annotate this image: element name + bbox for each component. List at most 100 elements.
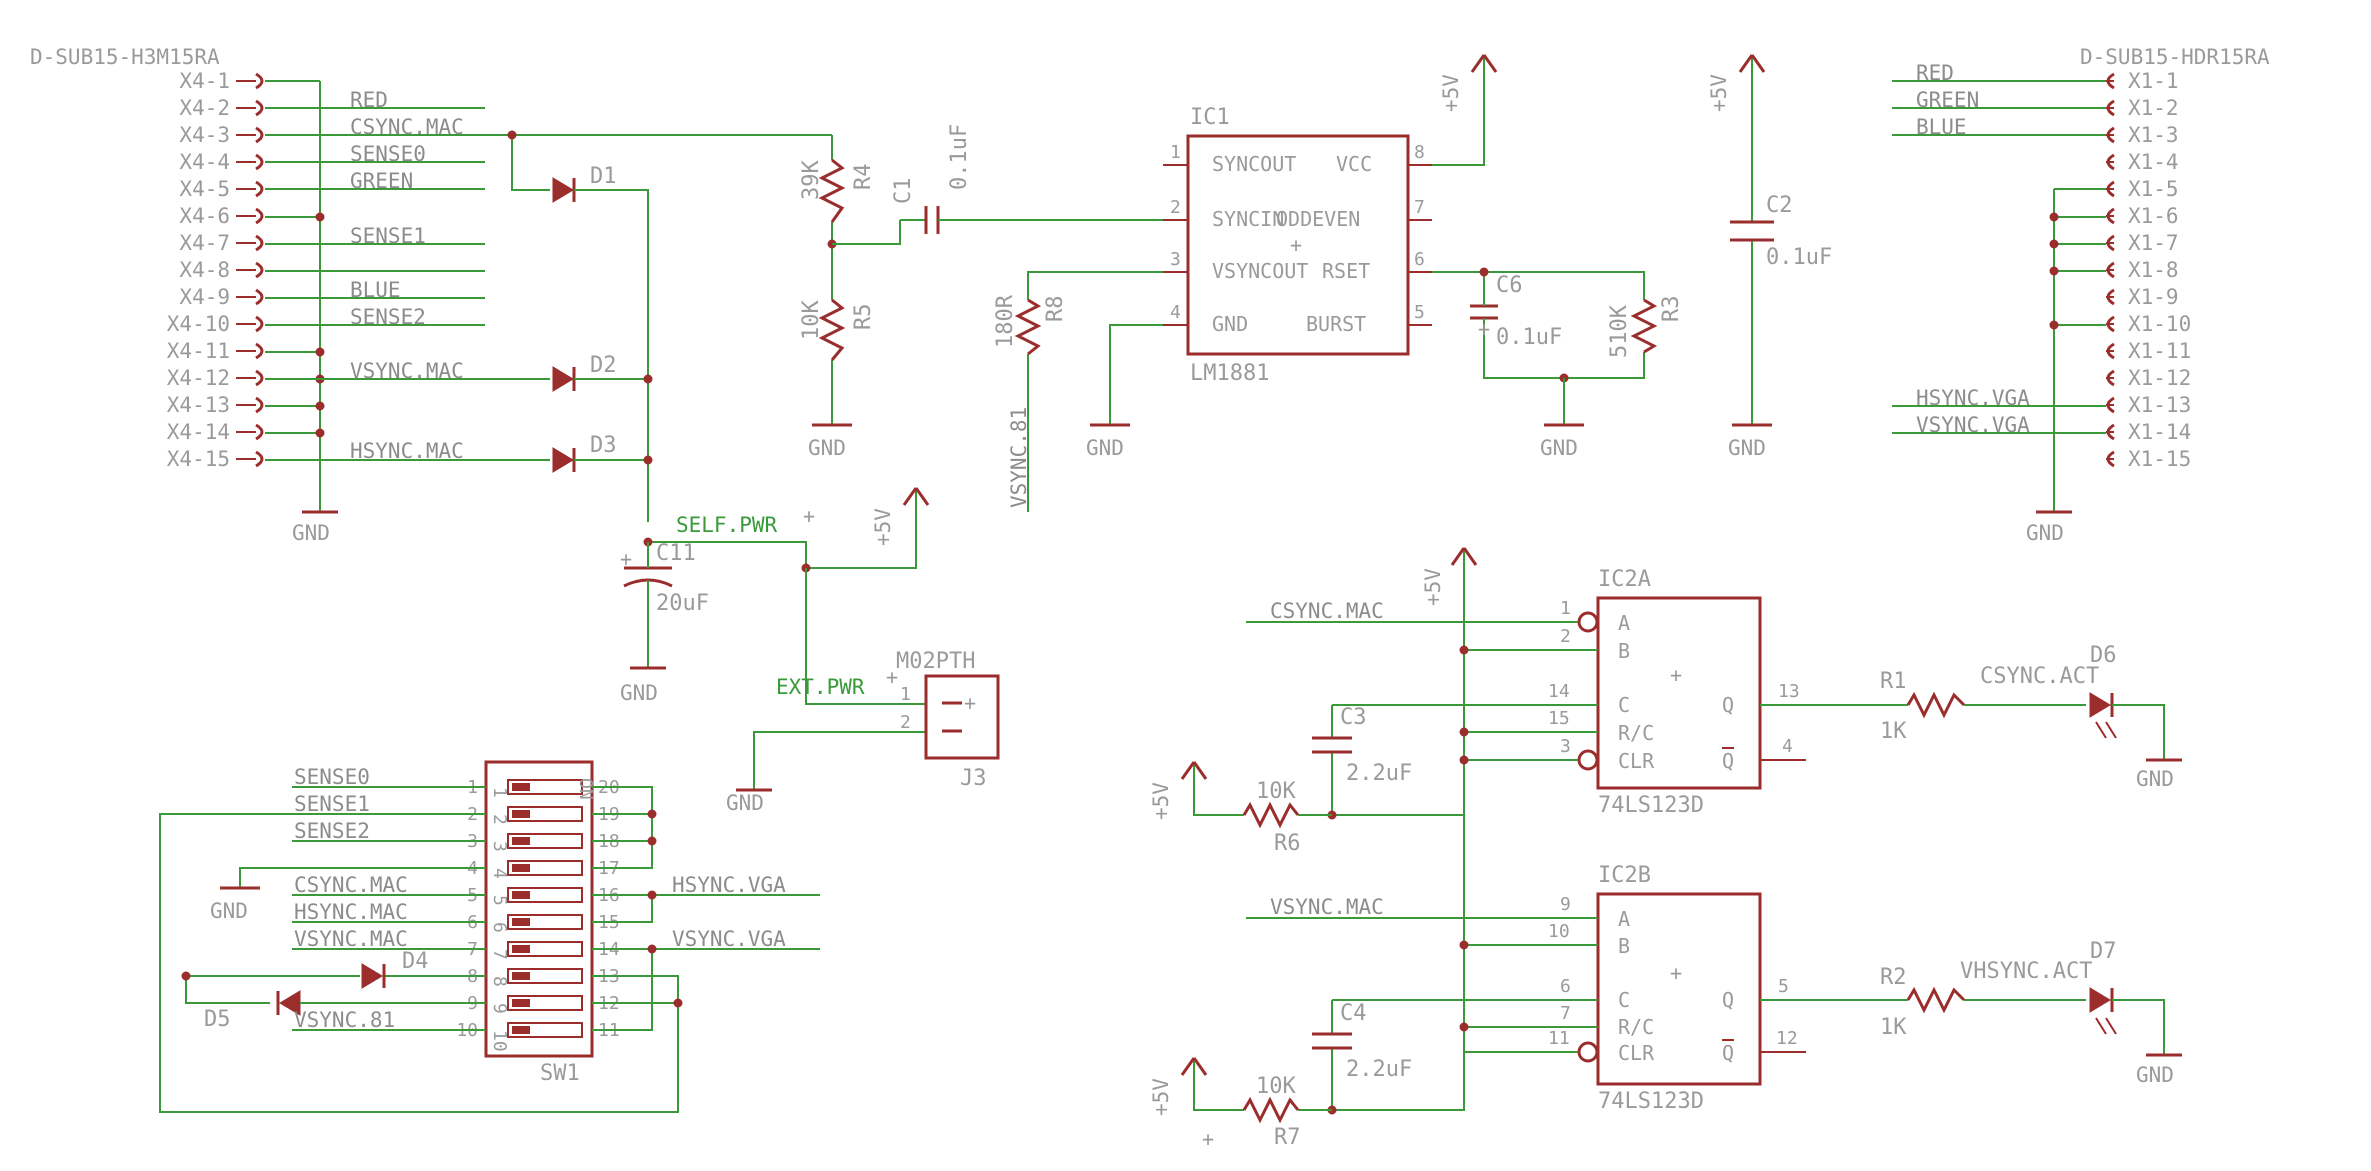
switch-slot [507,968,583,984]
ic1-label: IC1 [1190,105,1230,130]
connector-x1-pin-label: X1-13 [2128,393,2191,417]
connector-x4-pin-label: X4-7 [179,231,230,255]
ic1-pin-2: 2 [1170,197,1181,218]
ic2-pin-rc: R/C [1618,721,1654,745]
ic1-pin-3: 3 [1170,249,1181,270]
diode-d1-label: D1 [590,164,617,189]
net-green-x1: GREEN [1916,88,1979,112]
gnd-label: GND [210,899,248,923]
ic2b-monostable: IC2B 74LS123D VSYNC.MAC C4 2.2uF +5V 10K… [1149,863,2182,1151]
capacitor-c11-label: C11 [656,541,696,566]
socket-icon [255,153,264,171]
socket-icon [255,261,264,279]
switch-slot [507,779,583,795]
power-selector: +5V GND EXT.PWR + M02PTH 1 2 + J3 [726,487,1000,815]
plus-mark: + [1670,663,1682,687]
plus-5v-label: +5V [1707,74,1731,112]
ic1-pin-burst: BURST [1306,312,1366,336]
connector-x4-pin-label: X4-4 [179,150,230,174]
sw1-on-label: ON [575,778,596,800]
switch-toggle [512,837,530,845]
switch-toggle [512,864,530,872]
ic2-pin-qbar: Q [1722,1041,1734,1065]
net-hsync-vga-sw1: HSYNC.VGA [672,873,786,897]
connector-x1-pin-label: X1-12 [2128,366,2191,390]
connector-x1-pin-label: X1-6 [2128,204,2179,228]
connector-x4-pin-label: X4-5 [179,177,230,201]
sw1-slot-number: 5 [489,895,510,906]
sw1-slot-number: 8 [489,976,510,987]
connector-x4-pin-label: X4-3 [179,123,230,147]
switch-slot [507,806,583,822]
ic2b-pin-5: 5 [1778,976,1789,997]
net-ext-pwr: EXT.PWR [776,675,865,699]
net-vsync-81-sw1: VSYNC.81 [294,1008,395,1032]
connector-x4-pin-label: X4-1 [179,69,230,93]
socket-icon [255,99,264,117]
net-vsync-mac-x4: VSYNC.MAC [350,359,464,383]
ic1-type: LM1881 [1190,361,1269,386]
resistor-r3-value: 510K [1607,304,1632,358]
capacitor-c6-label: C6 [1496,273,1523,298]
connector-j3-type: M02PTH [896,649,975,674]
connector-x4-title: D-SUB15-H3M15RA [30,45,220,69]
net-green-x4: GREEN [350,169,413,193]
led-d7-value: VHSYNC.ACT [1960,959,2092,984]
plus-mark: + [1202,1127,1214,1151]
plus-5v-label: +5V [871,508,895,546]
socket-icon [255,315,264,333]
switch-slot [507,860,583,876]
capacitor-c2: +5V C2 0.1uF GND [1707,54,1832,460]
sw1-slot-number: 4 [489,868,510,879]
socket-icon [255,180,264,198]
plus-5v-label: +5V [1439,74,1463,112]
ic2-pin-a: A [1618,907,1630,931]
resistor-r5-value: 10K [799,300,824,340]
ic2-pin-qbar: Q [1722,749,1734,773]
switch-slot [507,914,583,930]
socket-icon [255,126,264,144]
ic2a-label: IC2A [1598,567,1651,592]
capacitor-c3-label: C3 [1340,705,1367,730]
gnd-label: GND [1728,436,1766,460]
connector-x1-pin-label: X1-5 [2128,177,2179,201]
resistor-r7-label: R7 [1274,1125,1301,1150]
connector-x4: D-SUB15-H3M15RA X4-1X4-2X4-3X4-4X4-5X4-6… [30,45,550,545]
ic2b-pin-7: 7 [1560,1003,1571,1024]
connector-x4-pin-label: X4-15 [167,447,230,471]
net-self-pwr: SELF.PWR [676,513,778,537]
led-d7-label: D7 [2090,939,2117,964]
switch-toggle [512,783,530,791]
diode-column: D1 D2 D3 SELF.PWR + + C11 20uF GND [507,130,832,705]
ic1-pin-gnd: GND [1212,312,1248,336]
net-sense2-x4: SENSE2 [350,305,426,329]
socket-icon [255,288,264,306]
ic2a-type: 74LS123D [1598,793,1704,818]
gnd-label: GND [808,436,846,460]
net-vsync-mac-ic2b: VSYNC.MAC [1270,895,1384,919]
plus-mark: + [1478,317,1490,341]
ic1-pin-syncin: SYNCIN [1212,207,1284,231]
ic2b-type: 74LS123D [1598,1089,1704,1114]
switch-toggle [512,918,530,926]
net-hsync-mac-x4: HSYNC.MAC [350,439,464,463]
gnd-label: GND [2136,1063,2174,1087]
net-sense0-sw1: SENSE0 [294,765,370,789]
connector-x1-pin-label: X1-15 [2128,447,2191,471]
connector-x1-pin-label: X1-14 [2128,420,2191,444]
switch-toggle [512,891,530,899]
connector-x1-pin-label: X1-8 [2128,258,2179,282]
resistor-r8-label: R8 [1043,296,1068,323]
ic2-pin-c: C [1618,988,1630,1012]
connector-j3-label: J3 [960,766,987,791]
connector-j3-pin2: 2 [900,712,911,733]
switch-toggle [512,810,530,818]
sw1-slot-number: 2 [489,814,510,825]
ic2b-pin-9: 9 [1560,894,1571,915]
sw1-slot-number: 3 [489,841,510,852]
switch-toggle [512,1026,530,1034]
net-csync-mac-sw1: CSYNC.MAC [294,873,408,897]
